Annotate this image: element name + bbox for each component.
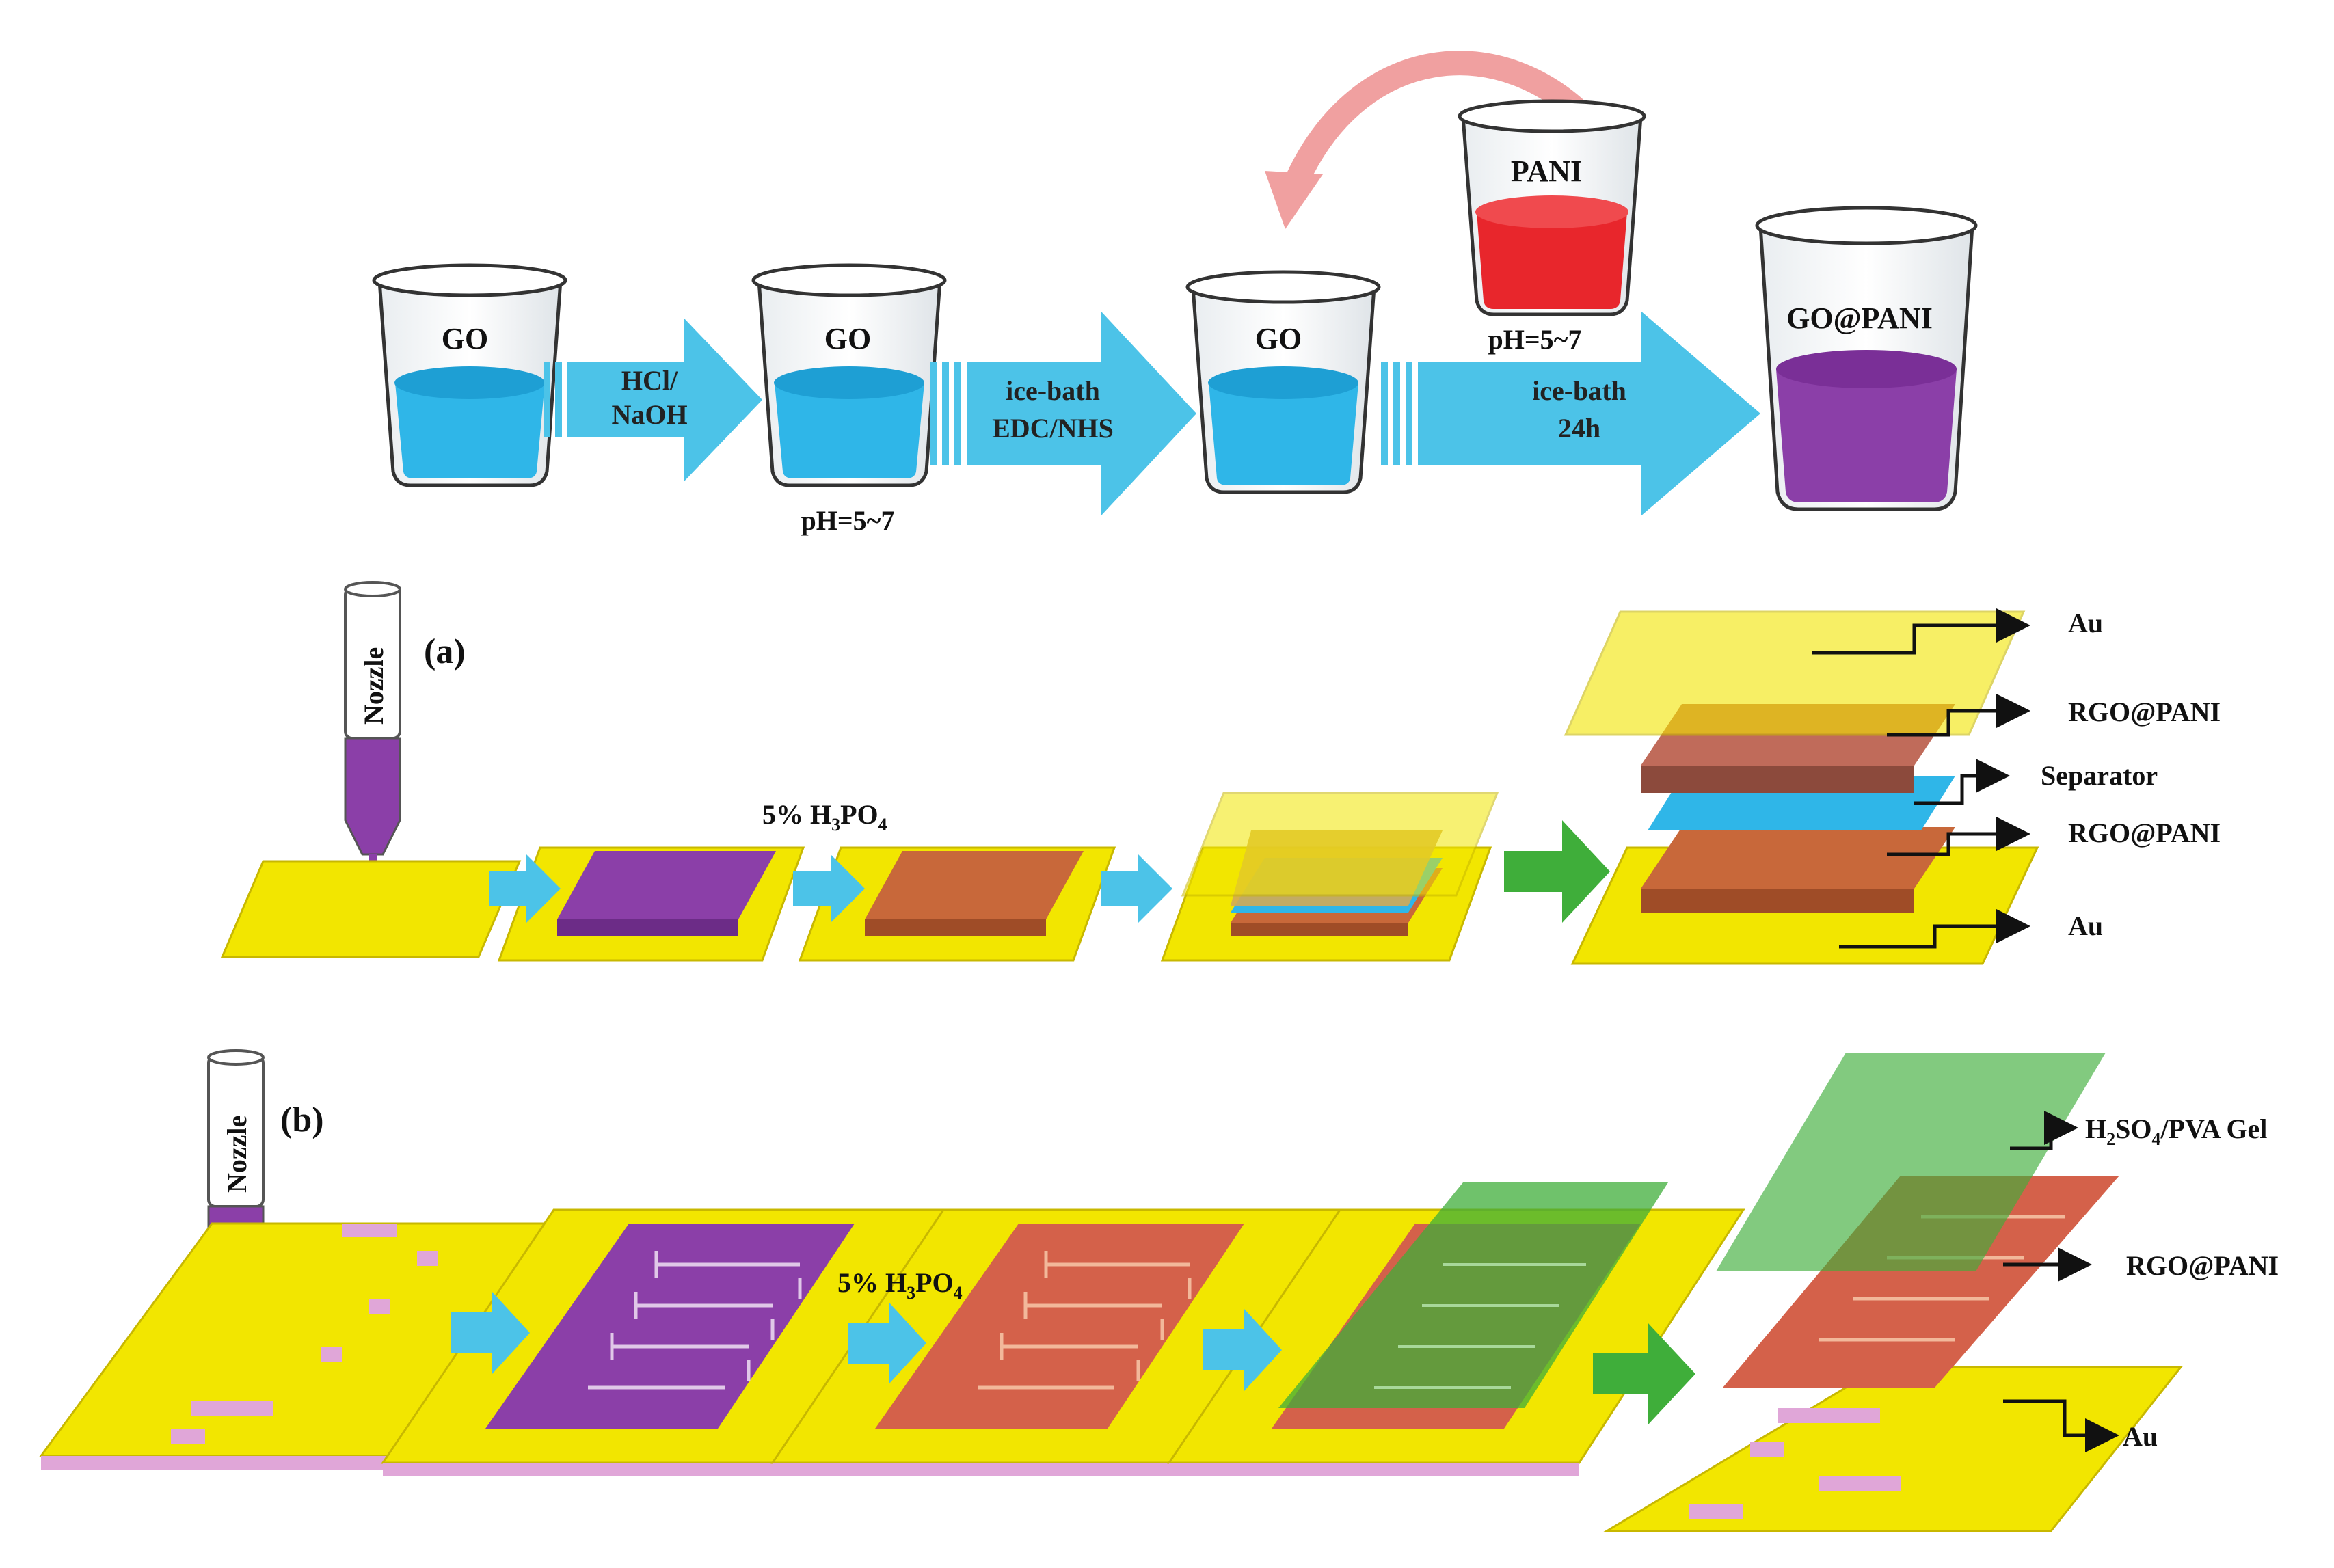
gel-label-b: H2SO4/PVA Gel [2085,1113,2267,1149]
nozzle-b-label: Nozzle [222,1116,252,1193]
step-arrow-b-2 [848,1302,926,1384]
arrow-3-line1: ice-bath [1532,375,1626,406]
arrow-2-line1: ice-bath [1006,375,1100,406]
step-arrow-b-1 [451,1292,530,1374]
beaker-go-1 [372,263,567,487]
substrate-b-4 [1167,1182,1745,1476]
beaker-go-3 [1185,270,1381,494]
ph-label-1: pH=5~7 [801,505,895,536]
panel-b-label: (b) [280,1100,324,1139]
beaker-label-pani: PANI [1511,154,1582,188]
step-arrow-a-3 [1101,854,1172,923]
layer-label-b-rgo: RGO@PANI [2126,1250,2279,1281]
step-arrow-a-1 [489,854,561,923]
assembled-stack-a [1181,792,1499,936]
layer-label-a-separator: Separator [2041,760,2158,791]
layer-label-b-au: Au [2123,1421,2158,1452]
process-arrow-1 [544,318,762,482]
pad-orange-a [865,851,1084,936]
layer-label-a-au-bottom: Au [2068,910,2103,941]
arrow-2-line2: EDC/NHS [992,413,1114,444]
beaker-go-pani [1755,206,1978,511]
transfer-curved-arrow [1280,51,1605,204]
ph-label-2: pH=5~7 [1488,324,1582,355]
callouts-a [1812,608,2030,949]
exploded-view-a [1564,610,2039,965]
transfer-arrowhead [1265,171,1323,229]
substrate-b-3 [770,1208,1342,1476]
layer-label-a-rgo-top: RGO@PANI [2068,697,2221,727]
substrate-a-1 [220,860,522,958]
arrow-3-line2: 24h [1558,413,1600,444]
assemble-arrow-a [1504,820,1610,923]
arrow-1-line1: HCl/ [621,365,678,396]
nozzle-a [344,581,401,904]
step-arrow-a-2 [793,854,865,923]
process-arrow-3 [1381,311,1760,516]
layer-label-a-rgo-bottom: RGO@PANI [2068,817,2221,848]
beaker-label-2: GO [824,322,871,355]
panel-a: (a) Nozzle 5% H3PO4 [220,581,2221,965]
beaker-pani [1458,99,1646,316]
beaker-go-2 [751,263,947,487]
beaker-label-3: GO [1255,322,1302,355]
synthesis-row: GO HCl/ NaOH GO pH=5~7 ice-bath EDC/NHS [372,51,1978,536]
step-arrow-b-3 [1203,1309,1282,1391]
acid-label-b: 5% H3PO4 [837,1267,963,1303]
beaker-label-1: GO [442,322,488,355]
substrate-b-2 [381,1208,952,1476]
layer-label-a-au-top: Au [2068,608,2103,638]
exploded-view-b [1602,1053,2184,1532]
acid-label-a: 5% H3PO4 [762,799,887,835]
assemble-arrow-b [1593,1323,1695,1425]
beaker-label-go-pani: GO@PANI [1786,301,1933,335]
arrow-1-line2: NaOH [611,399,687,430]
nozzle-a-label: Nozzle [358,647,389,725]
panel-a-label: (a) [424,632,466,671]
process-arrow-2 [930,311,1196,516]
pad-purple-a [557,851,776,936]
panel-b: (b) Nozzle [39,1049,2279,1532]
callouts-b [2003,1111,2119,1452]
